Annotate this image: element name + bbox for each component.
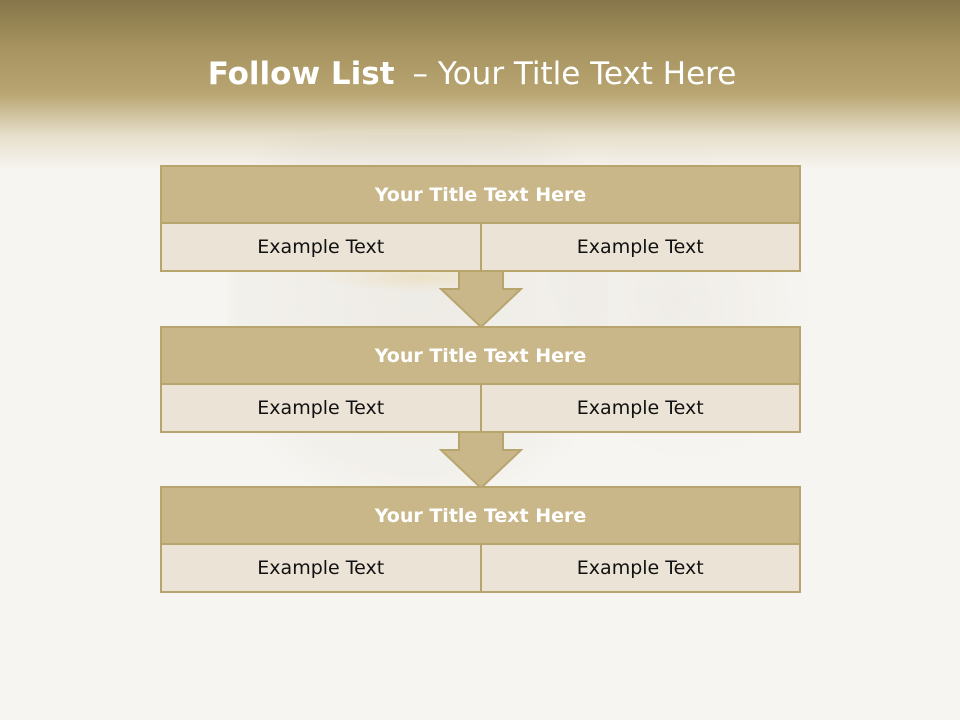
list-block-cell-right: Example Text (480, 224, 801, 272)
list-block-title: Your Title Text Here (160, 165, 801, 224)
list-block-title: Your Title Text Here (160, 486, 801, 545)
slide-title: Follow List – Your Title Text Here (0, 56, 944, 92)
slide-title-bold: Follow List (207, 56, 395, 92)
list-block-title: Your Title Text Here (160, 326, 801, 385)
list-block-cell-left: Example Text (160, 224, 481, 272)
list-block-row: Example Text Example Text (160, 545, 801, 593)
list-block-row: Example Text Example Text (160, 224, 801, 272)
list-block-cell-left: Example Text (160, 545, 481, 593)
down-arrow-icon (439, 271, 523, 329)
slide-title-rest: – Your Title Text Here (412, 56, 737, 92)
list-block-cell-left: Example Text (160, 385, 481, 433)
list-block-1: Your Title Text Here Example Text Exampl… (160, 165, 801, 272)
down-arrow-icon (439, 432, 523, 490)
header-band (0, 0, 960, 170)
list-block-cell-right: Example Text (480, 385, 801, 433)
list-block-cell-right: Example Text (480, 545, 801, 593)
list-block-3: Your Title Text Here Example Text Exampl… (160, 486, 801, 593)
list-block-2: Your Title Text Here Example Text Exampl… (160, 326, 801, 433)
list-block-row: Example Text Example Text (160, 385, 801, 433)
